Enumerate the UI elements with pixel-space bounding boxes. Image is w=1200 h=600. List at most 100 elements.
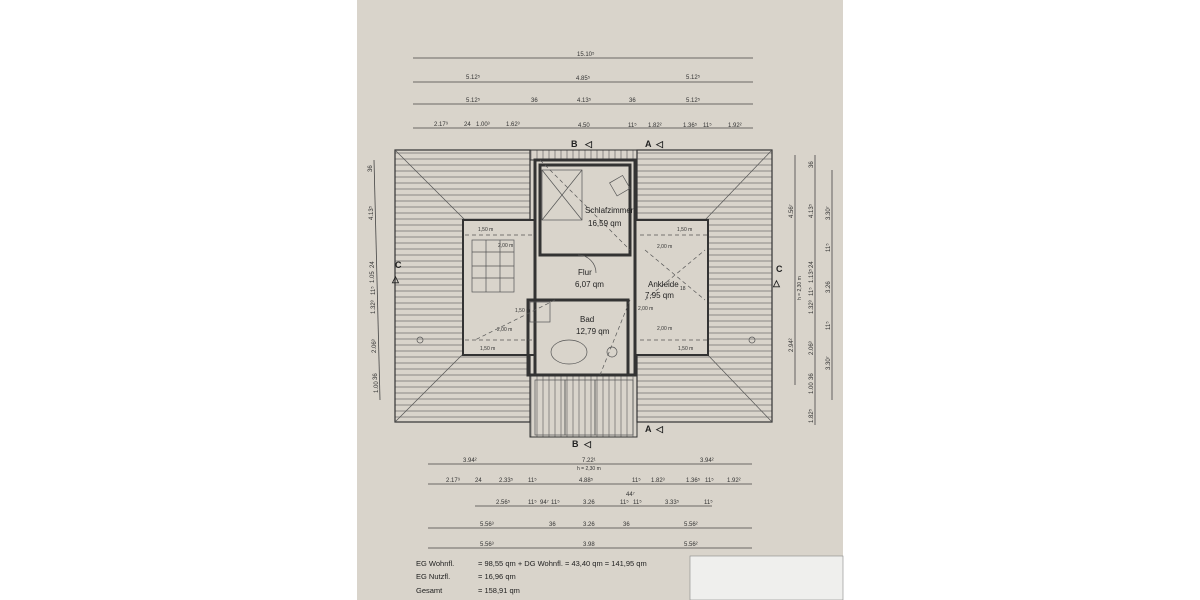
totals-label: Gesamt [416,586,443,595]
dimension-label: 11⁵ [703,122,712,129]
dimension-label: 1.32³ [809,300,815,314]
dimension-label: 11⁵ [528,477,537,484]
dimension-label: 5.12⁵ [686,74,701,81]
room-area-schlafzimmer: 16,59 qm [588,219,622,228]
dimension-label: 4.13⁵ [577,97,592,104]
dimension-label: 3.30⁷ [825,356,832,370]
dimension-label: 4.56⁷ [788,204,795,218]
dimension-label: 3.26 [826,281,832,293]
room-name-bad: Bad [580,315,594,324]
dimension-label: 5.56³ [480,542,494,548]
height-mark: 1,50 m [478,227,493,233]
height-mark: 1,50 m [515,308,530,314]
roof-plan [394,149,773,438]
totals-value: = 16,96 qm [478,572,516,581]
dimension-label: 11⁵ [808,287,815,296]
section-mark-b: B [572,439,579,449]
dimension-label: 11⁵ [370,286,377,295]
dimension-label: 3.94² [463,458,477,464]
dimension-label: 3.98 [583,542,595,548]
dimension-label: 1.82³ [651,478,665,484]
dimension-label: 4.50 [578,123,590,129]
dimension-label: 1.05 [370,271,376,283]
section-mark-b: B [571,139,578,149]
dimension-label: 11⁵ [704,499,713,506]
dimension-label: 2.17⁹ [434,121,449,128]
dimension-label: 3.30⁷ [825,206,832,220]
room-name-ankleide: Ankleide [648,280,679,289]
dimension-label: 11⁵ [633,499,642,506]
totals-value: = 98,55 qm + DG Wohnfl. = 43,40 qm = 141… [478,559,647,568]
dimension-label: 2.06³ [372,339,378,353]
dimension-label: 44⁷ [626,491,635,498]
dimension-label: 11⁵ [825,243,832,252]
height-mark: 2,00 m [498,243,513,249]
dimension-label: 1.62³ [506,122,520,128]
section-arrow-icon: △ [772,278,781,288]
dimension-label: 11⁵ [628,122,637,129]
dimension-label: 5.56² [684,522,698,528]
dimension-label: 1.00 [374,381,380,393]
dimension-label: 1.13⁵ [808,268,815,283]
section-arrow-icon: ◁ [584,139,593,149]
room-area-bad: 12,79 qm [576,327,610,336]
dimension-label: 5.56³ [480,522,494,528]
room-name-flur: Flur [578,268,592,277]
dimension-label: 1.82² [648,123,662,129]
section-mark-a: A [645,139,652,149]
room-area-flur: 6,07 qm [575,280,604,289]
section-arrow-icon: ◁ [583,439,592,449]
dimension-label: 24 [464,122,471,128]
dimension-label: 1.92² [728,123,742,129]
dimension-label: h = 2,30 m [797,276,803,300]
dimension-label: 2.06³ [809,341,815,355]
dimension-label: 36 [809,161,815,168]
dimension-label: 1.92² [727,478,741,484]
room-name-schlafzimmer: Schlafzimmer [585,206,634,215]
dimension-label: 2.17⁹ [446,477,461,484]
height-mark: 2,00 m [497,327,512,333]
dimension-label: 11⁵ [551,499,560,506]
section-mark-c: C [395,260,402,270]
dimension-label: 36 [368,165,374,172]
height-mark: 2,00 m [657,244,672,250]
dimension-label: 5.12⁵ [686,97,701,104]
dimension-label: 1.36⁵ [683,122,698,129]
totals-label: EG Wohnfl. [416,559,454,568]
totals-value: = 158,91 qm [478,586,520,595]
height-mark: 1,50 m [678,346,693,352]
section-arrow-icon: ◁ [655,139,664,149]
stair-step-count: 18 [680,286,686,292]
dimension-label: 36 [373,373,379,380]
section-arrow-icon: ◁ [655,424,664,434]
dimension-label: 11⁵ [825,321,832,330]
dimension-label: 1.32³ [371,300,377,314]
dimension-label: 2.56⁵ [496,499,511,506]
dimension-label: 24 [370,261,376,268]
dimension-label: 1.82⁵ [808,408,815,423]
dimension-label: 2.94² [789,338,795,352]
dimension-label: 7.22¹ [582,458,596,464]
dimension-label: 1.00³ [476,122,490,128]
room-area-ankleide: 7,95 qm [645,291,674,300]
dimension-label: 94⁷ [540,499,549,506]
right-dimension-lines: 4.56⁷ h = 2,30 m 2.94² 36 4.13⁵ 24 1.13⁵… [788,155,833,425]
dimension-label: 11⁵ [620,499,629,506]
dimension-label: 5.12⁵ [466,74,481,81]
height-mark: 2,00 m [657,326,672,332]
overlapping-paper [689,555,844,600]
dimension-label: 36 [629,98,636,104]
dimension-label: 4.88⁵ [579,477,594,484]
dimension-label: 24 [809,261,815,268]
dimension-label: 1.36⁵ [686,477,701,484]
dimension-label: 3.33⁵ [665,499,680,506]
dimension-label: 11⁵ [705,477,714,484]
dimension-label: 3.26 [583,522,595,528]
left-dimension-line: 36 4.13⁵ 24 1.05 11⁵ 1.32³ 2.06³ 36 1.00 [368,159,381,401]
dimension-label: 36 [623,522,630,528]
section-mark-c: C [776,264,783,274]
section-arrow-icon: △ [391,274,400,284]
bottom-dimension-lines: 3.94² 7.22¹ 3.94² h = 2,30 m 2.17⁹ 24 2.… [428,458,752,549]
dimension-label: 15.10⁵ [577,51,595,58]
